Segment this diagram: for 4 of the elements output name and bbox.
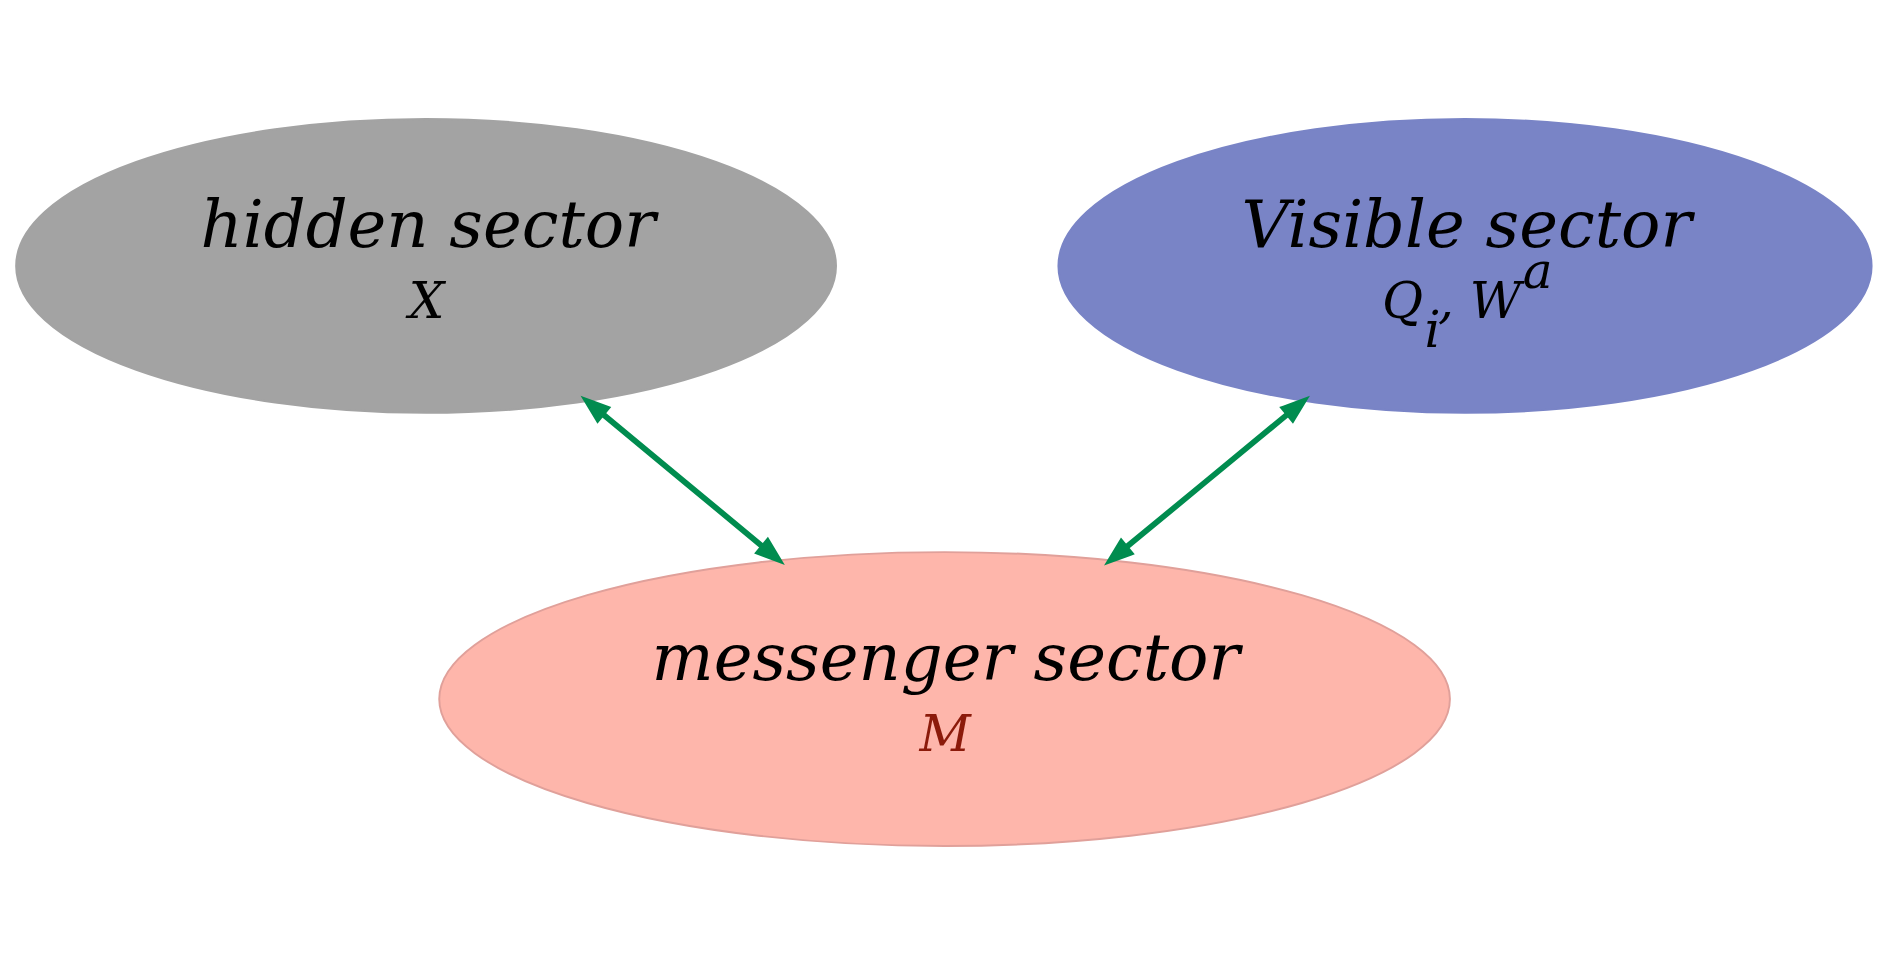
- node-ellipse: messenger sector M: [438, 550, 1451, 847]
- node-ellipse: hidden sector X: [15, 117, 837, 414]
- arrow: [1104, 395, 1310, 566]
- arrow: [580, 395, 785, 565]
